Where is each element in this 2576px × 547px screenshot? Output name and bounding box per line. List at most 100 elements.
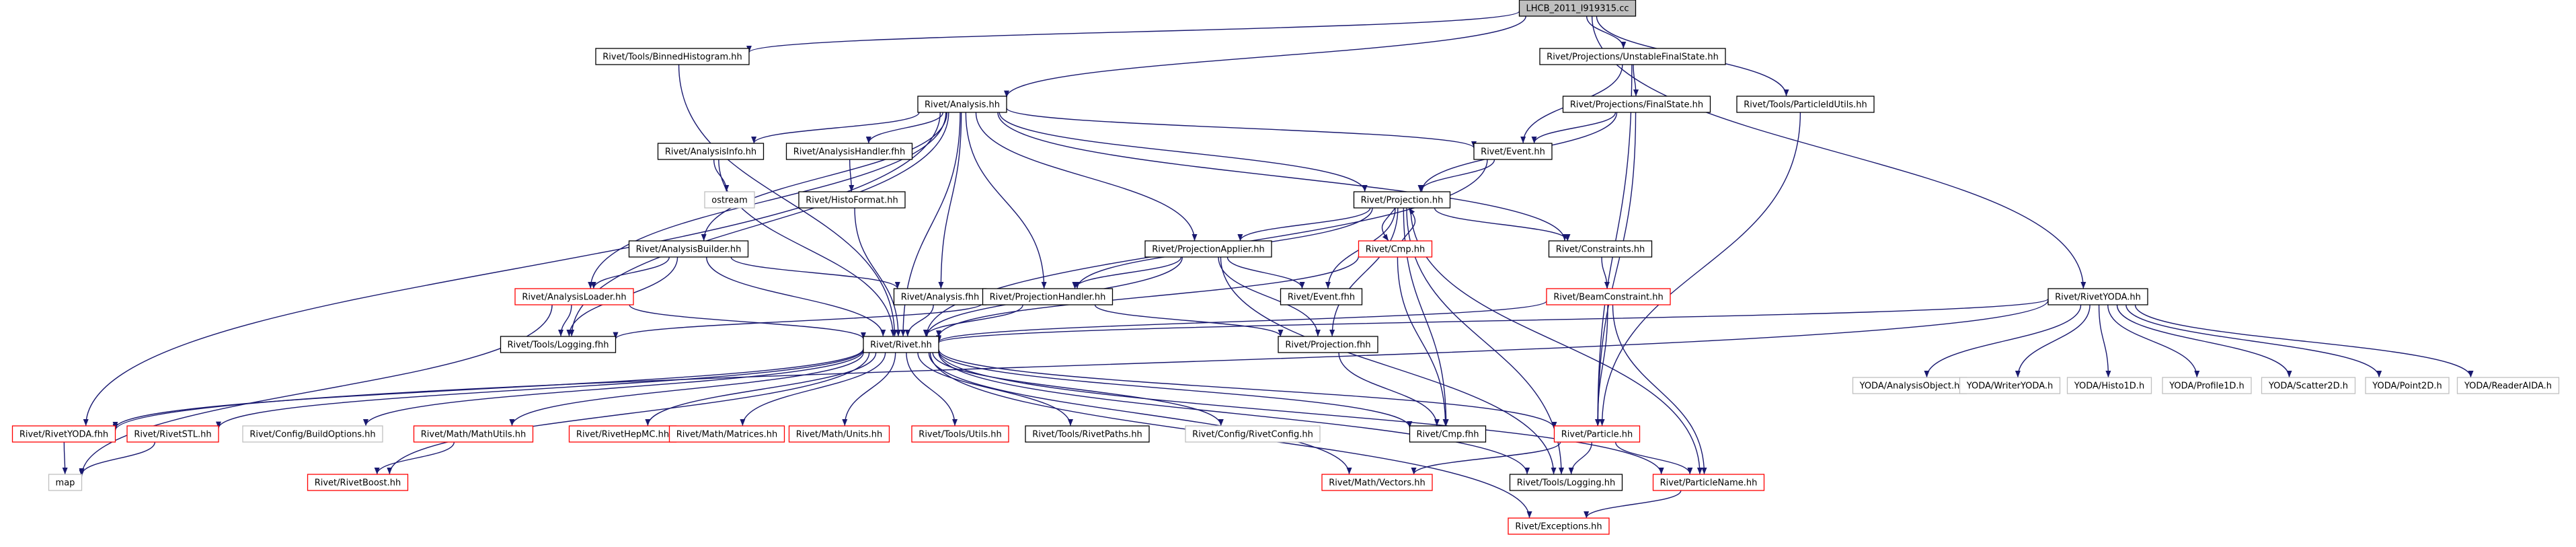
node-box [1144,240,1272,258]
edge-rivet-to-ryodaf [112,348,864,429]
node-aloader: Rivet/AnalysisLoader.hh [514,288,634,305]
edge-rivetyoda-to-yh1 [2098,304,2111,378]
edge-rivet-to-buildopts [363,350,864,427]
node-label: LHCB_2011_I919315.cc [1526,4,1629,14]
node-mathutils: Rivet/Math/MathUtils.hh [413,425,534,443]
node-event: Rivet/Event.hh [1473,143,1553,160]
edge-abuilder-to-aloader [590,256,670,289]
node-vectors: Rivet/Math/Vectors.hh [1321,474,1433,491]
edge-phandler-to-loggingf [613,302,984,340]
node-box [126,425,219,443]
edge-fs-to-particle [1595,112,1637,427]
node-label: Rivet/Tools/BinnedHistogram.hh [602,52,742,63]
node-label: Rivet/Exceptions.hh [1515,522,1602,532]
node-label: Rivet/RivetSTL.hh [134,430,211,440]
edge-ainfo-to-ostream [713,159,730,192]
node-map: map [48,474,83,491]
edge-rivet-to-hepmc [645,352,877,427]
node-label: Rivet/ProjectionApplier.hh [1152,245,1264,255]
edge-rivet-to-rivetpaths [917,352,1073,427]
edge-analysis-to-analysisf [938,112,962,289]
edge-projection-to-projectionf [1329,207,1399,337]
node-label: Rivet/Analysis.hh [925,100,1000,110]
node-buildopts: Rivet/Config/BuildOptions.hh [242,425,383,443]
edge-root-to-ufs [1586,15,1627,49]
node-box [1473,143,1553,160]
node-pname: Rivet/ParticleName.hh [1652,474,1765,491]
node-box [1546,288,1671,305]
edge-event-to-projection [1417,159,1495,192]
edge-beamc-to-pname [1612,304,1707,475]
edge-papplier-to-phandler [1072,256,1182,289]
edge-analysis-to-event [1006,108,1477,149]
node-box [48,474,83,491]
node-label: YODA/AnalysisObject.h [1859,381,1960,392]
node-box [1409,425,1487,443]
node-toolsutils: Rivet/Tools/Utils.hh [911,425,1009,443]
node-label: Rivet/Math/MathUtils.hh [421,430,526,440]
edge-projection-to-constraints [1434,207,1571,242]
edge-rivet-to-rconfig [932,352,1224,427]
node-box [1321,474,1433,491]
node-box [1959,377,2061,394]
node-analysisf: Rivet/Analysis.fhh [893,288,987,305]
edge-binhist-to-rivet [678,64,898,337]
node-label: YODA/Profile1D.h [2169,381,2245,392]
node-eventf: Rivet/Event.fhh [1280,288,1363,305]
node-label: Rivet/RivetHepMC.hh [576,430,669,440]
edges-layer [62,11,2474,519]
edge-aloader-to-map [79,304,553,477]
node-label: Rivet/Tools/Utils.hh [919,430,1001,440]
node-label: YODA/Scatter2D.h [2268,381,2348,392]
node-label: Rivet/Projections/FinalState.hh [1570,100,1703,110]
node-label: Rivet/Math/Matrices.hh [676,430,777,440]
edge-projection-to-pname [1410,207,1703,475]
edge-rivet-to-cmpf [938,351,1413,428]
node-box [2456,377,2560,394]
node-ys2: YODA/Scatter2D.h [2261,377,2356,394]
node-yp1: YODA/Profile1D.h [2162,377,2252,394]
node-box [917,96,1007,113]
edge-beamc-to-rivet [936,300,1547,342]
node-box [2047,288,2148,305]
node-label: Rivet/Event.fhh [1288,293,1355,303]
node-box [785,143,913,160]
node-label: Rivet/AnalysisBuilder.hh [636,245,742,255]
edge-projectionf-to-cmpf [1338,352,1440,427]
node-ywy: YODA/WriterYODA.h [1959,377,2061,394]
node-yh1: YODA/Histo1D.h [2066,377,2152,394]
node-box [628,240,749,258]
node-ahandlerf: Rivet/AnalysisHandler.fhh [785,143,913,160]
node-yao: YODA/AnalysisObject.h [1852,377,1967,394]
node-label: Rivet/Projection.fhh [1285,340,1370,351]
node-box [1508,517,1610,535]
edge-rivetyoda-to-yao [1924,304,2082,378]
edge-fs-to-event [1531,112,1616,144]
node-loggingf: Rivet/Tools/Logging.fhh [500,336,617,353]
node-label: Rivet/Tools/Logging.fhh [508,340,609,351]
node-label: Rivet/Tools/ParticleIdUtils.hh [1744,100,1867,110]
node-label: Rivet/AnalysisLoader.hh [522,293,626,303]
node-rivetpaths: Rivet/Tools/RivetPaths.hh [1025,425,1150,443]
node-label: YODA/Point2D.h [2372,381,2442,392]
node-root: LHCB_2011_I919315.cc [1518,0,1637,17]
node-label: map [56,478,75,488]
node-box [2261,377,2356,394]
edge-rivet-to-logging [938,352,1530,475]
node-label: Rivet/Tools/RivetPaths.hh [1032,430,1142,440]
node-rivetyoda: Rivet/RivetYODA.hh [2047,288,2148,305]
edge-aloader-to-rivet [629,304,866,340]
edge-rivetyoda-to-ryodaf [112,299,2049,431]
node-cmp: Rivet/Cmp.hh [1358,240,1433,258]
edge-abuilder-to-rivet [706,256,886,337]
edge-analysis-to-projection [999,112,1368,192]
node-box [668,425,785,443]
edge-phandler-to-projectionf [1094,304,1284,337]
node-label: Rivet/AnalysisHandler.fhh [793,147,906,157]
node-label: Rivet/HistoFormat.hh [806,196,898,206]
node-box [1358,240,1433,258]
node-cmpf: Rivet/Cmp.fhh [1409,425,1487,443]
edge-analysis-to-ryodaf [83,112,941,427]
node-label: Rivet/Math/Units.hh [796,430,883,440]
node-particle: Rivet/Particle.hh [1553,425,1641,443]
